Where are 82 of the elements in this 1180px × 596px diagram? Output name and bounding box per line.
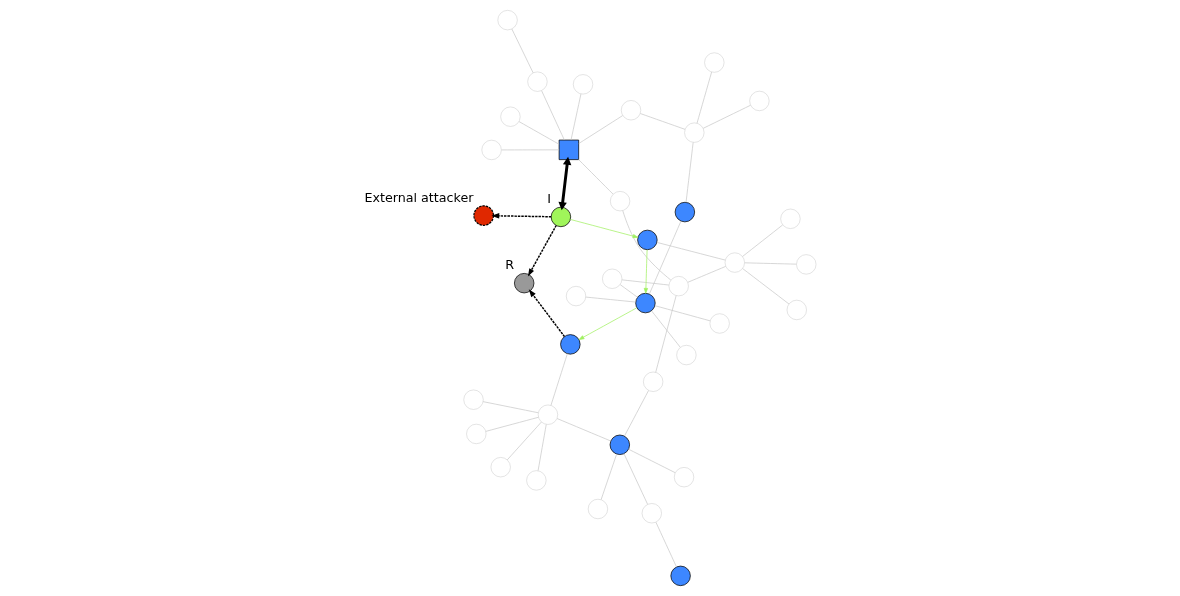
connector <box>687 266 726 283</box>
connector <box>655 521 677 568</box>
node-circle <box>527 71 548 92</box>
connector <box>570 93 582 141</box>
node-circle <box>786 299 807 320</box>
node-circle <box>637 229 658 251</box>
node-circle <box>526 470 547 491</box>
node-circle <box>670 565 691 586</box>
connector <box>742 224 783 257</box>
connector <box>511 28 534 74</box>
connector <box>550 353 568 406</box>
node-circle <box>490 457 511 478</box>
node-circle <box>709 313 730 334</box>
node-circle <box>573 74 594 95</box>
node-circle <box>668 276 689 297</box>
node-circle <box>674 467 695 488</box>
connector <box>696 71 712 124</box>
node-circle <box>500 106 521 127</box>
node-label: I <box>547 191 552 207</box>
connector <box>685 142 694 203</box>
connector <box>651 310 681 348</box>
node-circle <box>610 191 631 212</box>
connector <box>649 220 682 295</box>
node-circle <box>587 498 608 519</box>
connector <box>655 295 677 373</box>
arrow <box>570 219 639 239</box>
node-circle <box>537 404 558 425</box>
node-circle <box>566 286 587 307</box>
node-circle <box>641 503 662 524</box>
connector <box>537 424 547 472</box>
node-circle <box>609 434 630 455</box>
arrow <box>527 224 557 277</box>
node-circle <box>796 254 817 275</box>
connector <box>485 416 539 432</box>
connector <box>619 284 638 298</box>
arrow <box>578 307 638 340</box>
node-circle <box>684 122 705 143</box>
arrow <box>643 249 648 294</box>
node-box <box>558 139 580 160</box>
node-circle <box>621 100 642 121</box>
connector <box>578 115 623 144</box>
node-circle <box>560 334 581 355</box>
connector <box>623 453 648 505</box>
node-circle <box>497 10 518 31</box>
connector <box>541 90 565 141</box>
node-circle <box>749 90 770 111</box>
connector <box>506 421 542 461</box>
node-circle <box>481 139 502 160</box>
node-circle <box>724 252 745 273</box>
node-circle <box>780 208 801 229</box>
node-label: External attacker <box>364 189 474 205</box>
connector <box>654 305 711 322</box>
node-circle <box>463 389 484 410</box>
connector <box>585 296 636 303</box>
connector <box>482 401 539 414</box>
connector <box>702 104 751 129</box>
node-circle <box>514 273 535 294</box>
node-circle <box>602 268 623 289</box>
connector <box>518 121 560 145</box>
node-circle <box>466 423 487 444</box>
connector <box>656 242 726 261</box>
arrow <box>558 156 572 211</box>
node-circle <box>643 371 664 392</box>
node-circle <box>635 292 656 314</box>
node-circle <box>674 201 695 223</box>
connector <box>621 279 670 286</box>
connector <box>556 418 612 442</box>
connector <box>640 113 686 130</box>
connector <box>624 390 649 437</box>
connector <box>578 159 614 195</box>
arrow <box>491 213 552 219</box>
node-circle <box>704 52 725 73</box>
node-label: R <box>505 257 515 273</box>
node-circle <box>676 345 697 366</box>
node-circle <box>473 205 495 226</box>
connector <box>622 210 672 281</box>
node-circle <box>550 206 572 228</box>
arrow <box>528 289 566 338</box>
connector <box>742 268 790 305</box>
connector <box>600 453 617 500</box>
connector <box>744 262 797 265</box>
connector <box>628 448 676 474</box>
